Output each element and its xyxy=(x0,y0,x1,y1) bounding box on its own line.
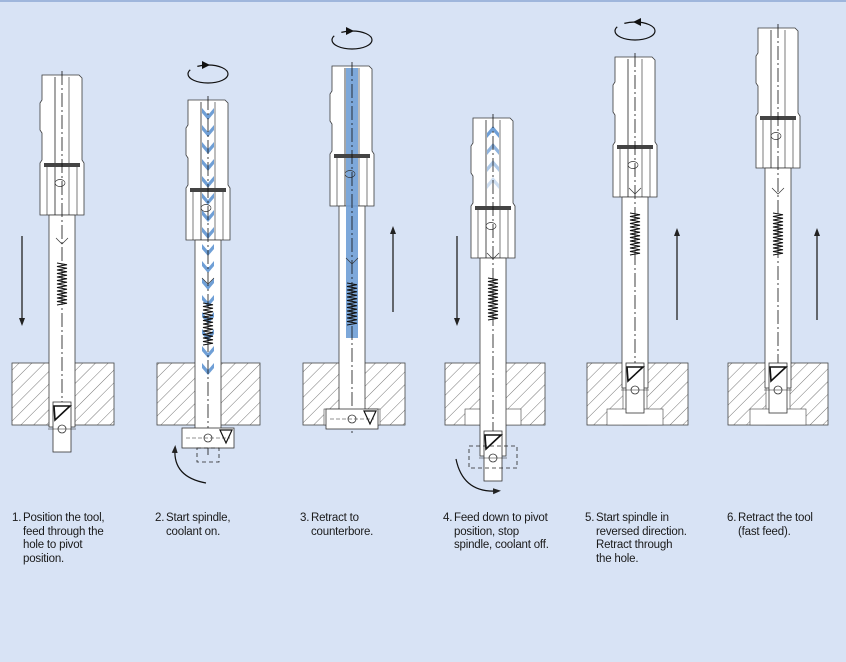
rotation-arc xyxy=(331,30,373,50)
step-description: Feed down to pivot position, stop spindl… xyxy=(454,512,549,551)
insert-tip xyxy=(484,434,504,451)
set-screw xyxy=(627,161,639,169)
spring xyxy=(55,237,69,306)
rotation-arc xyxy=(187,64,229,84)
spring xyxy=(201,277,215,346)
rotation-arrowhead xyxy=(202,61,210,69)
step-description: Position the tool, feed through the hole… xyxy=(23,512,105,565)
step-4-caption: 4.Feed down to pivot position, stop spin… xyxy=(443,512,549,553)
cutter-insert xyxy=(468,430,518,482)
coolant-chevron xyxy=(202,261,214,273)
step-number: 6. xyxy=(727,512,737,524)
spring xyxy=(771,187,785,256)
spring-coil xyxy=(56,262,68,306)
set-screw xyxy=(344,170,356,178)
spring-seat xyxy=(201,277,215,285)
spring-coil xyxy=(202,302,214,346)
step-number: 4. xyxy=(443,512,453,524)
cutter-insert xyxy=(48,401,76,453)
blade-retracted xyxy=(625,362,645,414)
spring-coil xyxy=(346,282,358,326)
step-1-caption: 1.Position the tool, feed through the ho… xyxy=(12,512,105,566)
pivot-arc-arrow-icon xyxy=(455,458,501,495)
step-2-caption: 2.Start spindle, coolant on. xyxy=(155,512,231,539)
spring-coil xyxy=(772,212,784,256)
insert-tip xyxy=(53,405,73,422)
top-border xyxy=(0,0,846,2)
step-3-caption: 3.Retract to counterbore. xyxy=(300,512,373,539)
insert-tip xyxy=(769,366,789,383)
blade-retracted xyxy=(52,401,72,453)
coolant-chevron xyxy=(202,125,214,137)
spring-seat xyxy=(486,252,500,260)
step-description: Retract the tool (fast feed). xyxy=(738,512,813,538)
insert-tip xyxy=(219,429,233,445)
insert-tip xyxy=(363,410,377,426)
step-6-illustration xyxy=(727,24,829,426)
blade-ghost-outline xyxy=(468,445,518,469)
rotation-arc xyxy=(614,21,656,41)
spring-seat xyxy=(771,187,785,195)
rotation-arrow-icon xyxy=(331,27,373,50)
cutter-insert xyxy=(621,362,649,414)
blade-retracted xyxy=(483,430,503,482)
step-3-illustration xyxy=(302,27,406,436)
spring xyxy=(345,257,359,326)
cutter-insert xyxy=(764,362,792,414)
step-4-illustration xyxy=(444,114,546,495)
spring-seat xyxy=(345,257,359,265)
blade-ghost-outline xyxy=(196,447,220,463)
spring xyxy=(486,252,500,321)
spring-seat xyxy=(628,187,642,195)
spring-seat xyxy=(55,237,69,245)
step-number: 3. xyxy=(300,512,310,524)
rotation-arrow-icon xyxy=(614,18,656,41)
step-number: 1. xyxy=(12,512,22,524)
set-screw xyxy=(485,222,497,230)
cutter-insert xyxy=(325,408,379,430)
coolant-chevron xyxy=(202,278,214,290)
step-number: 2. xyxy=(155,512,165,524)
coolant-chevron xyxy=(487,177,499,189)
step-description: Retract to counterbore. xyxy=(311,512,374,538)
rotation-arrow-icon xyxy=(187,61,229,84)
set-screw xyxy=(200,204,212,212)
step-6-caption: 6.Retract the tool (fast feed). xyxy=(727,512,813,539)
spring xyxy=(628,187,642,256)
pivot-arc-arrow-icon xyxy=(171,445,207,484)
set-screw xyxy=(770,132,782,140)
blade-retracted xyxy=(768,362,788,414)
coolant-chevron xyxy=(202,108,214,120)
spring-coil xyxy=(487,277,499,321)
step-description: Start spindle in reversed direction. Ret… xyxy=(596,512,687,565)
cutter-insert xyxy=(181,427,235,463)
insert-tip xyxy=(626,366,646,383)
step-2-illustration xyxy=(156,61,261,484)
spring-coil xyxy=(629,212,641,256)
rotation-arrowhead xyxy=(346,27,354,35)
step-5-illustration xyxy=(586,18,689,426)
set-screw xyxy=(54,179,66,187)
step-1-illustration xyxy=(11,71,115,453)
step-number: 5. xyxy=(585,512,595,524)
coolant-chevron xyxy=(487,126,499,138)
rotation-arrowhead xyxy=(633,18,641,26)
step-5-caption: 5.Start spindle in reversed direction. R… xyxy=(585,512,687,566)
step-description: Start spindle, coolant on. xyxy=(166,512,231,538)
